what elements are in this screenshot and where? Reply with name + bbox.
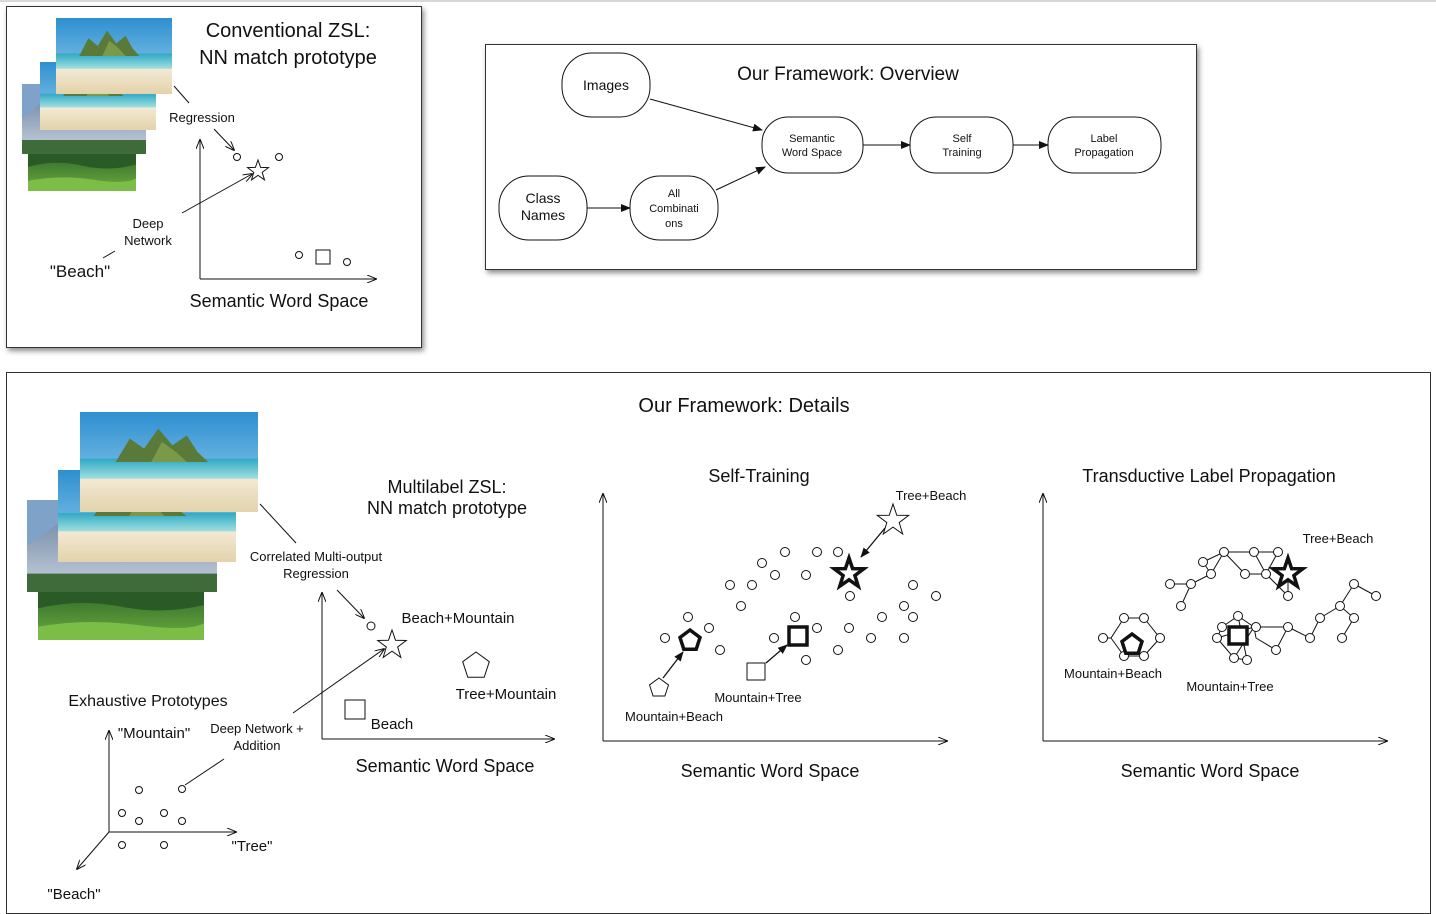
node-self-line2: Training bbox=[942, 147, 981, 159]
pentagon-icon bbox=[648, 677, 670, 697]
ex-z-axis bbox=[77, 831, 110, 869]
tlp-tree-beach-label: Tree+Beach bbox=[1303, 531, 1374, 546]
conventional-title-line1: Conventional ZSL: bbox=[206, 20, 371, 42]
deepadd-label-line2: Addition bbox=[234, 738, 281, 753]
square-bold-icon bbox=[787, 625, 809, 647]
st-mountain-beach-label: Mountain+Beach bbox=[625, 709, 723, 724]
corr-arrow bbox=[336, 589, 364, 618]
node-class-line1: Class bbox=[525, 190, 560, 206]
prototype-point bbox=[275, 153, 283, 161]
node-class-line2: Names bbox=[521, 207, 565, 223]
node-all-combinations: All Combinati ons bbox=[629, 175, 719, 241]
deepadd-arrow bbox=[292, 649, 384, 714]
deep-label-line1: Deep bbox=[132, 216, 163, 231]
tlp-mountain-beach-label: Mountain+Beach bbox=[1064, 666, 1162, 681]
conventional-photo-stack bbox=[22, 18, 172, 191]
prototype-point bbox=[343, 258, 351, 266]
tree-mountain-label: Tree+Mountain bbox=[456, 686, 557, 703]
node-label-line2: Propagation bbox=[1074, 147, 1133, 159]
regression-label: Regression bbox=[169, 110, 235, 125]
node-allcomb-line1: All bbox=[668, 188, 680, 200]
prototype-point bbox=[295, 251, 303, 259]
mountain-axis-label: "Mountain" bbox=[118, 725, 190, 742]
multilabel-title-line1: Multilabel ZSL: bbox=[387, 477, 506, 497]
corr-label-line2: Regression bbox=[283, 566, 349, 581]
window-top-border bbox=[0, 0, 1436, 2]
overview-title: Our Framework: Overview bbox=[737, 64, 959, 85]
star-bold-icon bbox=[1268, 552, 1308, 591]
square-icon bbox=[746, 662, 766, 681]
beach-connector bbox=[102, 250, 116, 259]
exhaustive-points bbox=[118, 785, 186, 849]
node-images-label: Images bbox=[583, 77, 629, 93]
square-icon bbox=[315, 249, 331, 265]
regression-arrow bbox=[213, 128, 234, 150]
conventional-title-line2: NN match prototype bbox=[199, 47, 377, 69]
node-self-training: Self Training bbox=[909, 116, 1014, 174]
st-arrow-pentagon bbox=[662, 651, 684, 679]
corr-label-line1: Correlated Multi-output bbox=[250, 549, 383, 564]
graph-nodes bbox=[1098, 547, 1381, 665]
regression-connector bbox=[173, 85, 190, 104]
axis-label-1: Semantic Word Space bbox=[356, 756, 535, 776]
details-photo-stack bbox=[27, 412, 258, 640]
forest-photo bbox=[38, 590, 204, 640]
arrow-images-to-sws bbox=[649, 98, 763, 132]
beach-photo bbox=[56, 18, 172, 94]
node-self-line1: Self bbox=[953, 133, 973, 145]
beach-word: "Beach" bbox=[50, 262, 110, 281]
square-icon bbox=[344, 699, 366, 720]
beach-photo bbox=[80, 412, 258, 512]
deep-network-arrow bbox=[181, 174, 252, 214]
node-sws-line2: Word Space bbox=[782, 147, 842, 159]
st-tree-beach-label: Tree+Beach bbox=[896, 488, 967, 503]
transductive-title: Transductive Label Propagation bbox=[1082, 466, 1336, 486]
tlp-mountain-tree-label: Mountain+Tree bbox=[1186, 679, 1273, 694]
beach-mountain-label: Beach+Mountain bbox=[402, 610, 515, 627]
arrow-allcomb-to-sws bbox=[715, 166, 766, 191]
st-arrow-square bbox=[765, 644, 788, 664]
self-training-title: Self-Training bbox=[708, 466, 809, 486]
exhaustive-label: Exhaustive Prototypes bbox=[68, 693, 227, 710]
node-allcomb-line2: Combinati bbox=[649, 203, 699, 215]
forest-photo bbox=[28, 153, 136, 191]
self-training-points bbox=[660, 547, 941, 665]
star-icon bbox=[246, 158, 270, 182]
deepadd-connector bbox=[184, 758, 225, 786]
deep-label-line2: Network bbox=[124, 233, 172, 248]
corr-connector bbox=[259, 503, 297, 544]
deepadd-label-line1: Deep Network + bbox=[210, 721, 304, 736]
axis-label-3: Semantic Word Space bbox=[1121, 761, 1300, 781]
pentagon-bold-icon bbox=[677, 627, 703, 652]
square-bold-icon bbox=[1227, 625, 1249, 646]
node-semantic-word-space: Semantic Word Space bbox=[761, 116, 864, 174]
axis-label-2: Semantic Word Space bbox=[681, 761, 860, 781]
beach-label: Beach bbox=[371, 716, 414, 733]
beach-axis-label: "Beach" bbox=[47, 886, 100, 903]
node-class-names: Class Names bbox=[498, 175, 588, 241]
node-sws-line1: Semantic bbox=[789, 133, 835, 145]
details-title: Our Framework: Details bbox=[638, 395, 849, 417]
prototype-point bbox=[366, 621, 376, 631]
node-allcomb-line3: ons bbox=[665, 218, 683, 230]
star-icon bbox=[376, 628, 408, 659]
conv-axis-label: Semantic Word Space bbox=[190, 291, 369, 311]
node-label-propagation: Label Propagation bbox=[1047, 116, 1162, 174]
pentagon-bold-icon bbox=[1119, 631, 1145, 656]
prototype-point bbox=[233, 153, 241, 161]
tree-axis-label: "Tree" bbox=[232, 838, 273, 855]
st-mountain-tree-label: Mountain+Tree bbox=[714, 690, 801, 705]
st-arrow-star bbox=[860, 527, 886, 558]
node-images: Images bbox=[561, 52, 651, 118]
pentagon-icon bbox=[462, 651, 490, 678]
node-label-line1: Label bbox=[1091, 133, 1118, 145]
star-bold-icon bbox=[829, 552, 869, 591]
star-icon bbox=[875, 502, 911, 536]
multilabel-title-line2: NN match prototype bbox=[367, 498, 527, 518]
